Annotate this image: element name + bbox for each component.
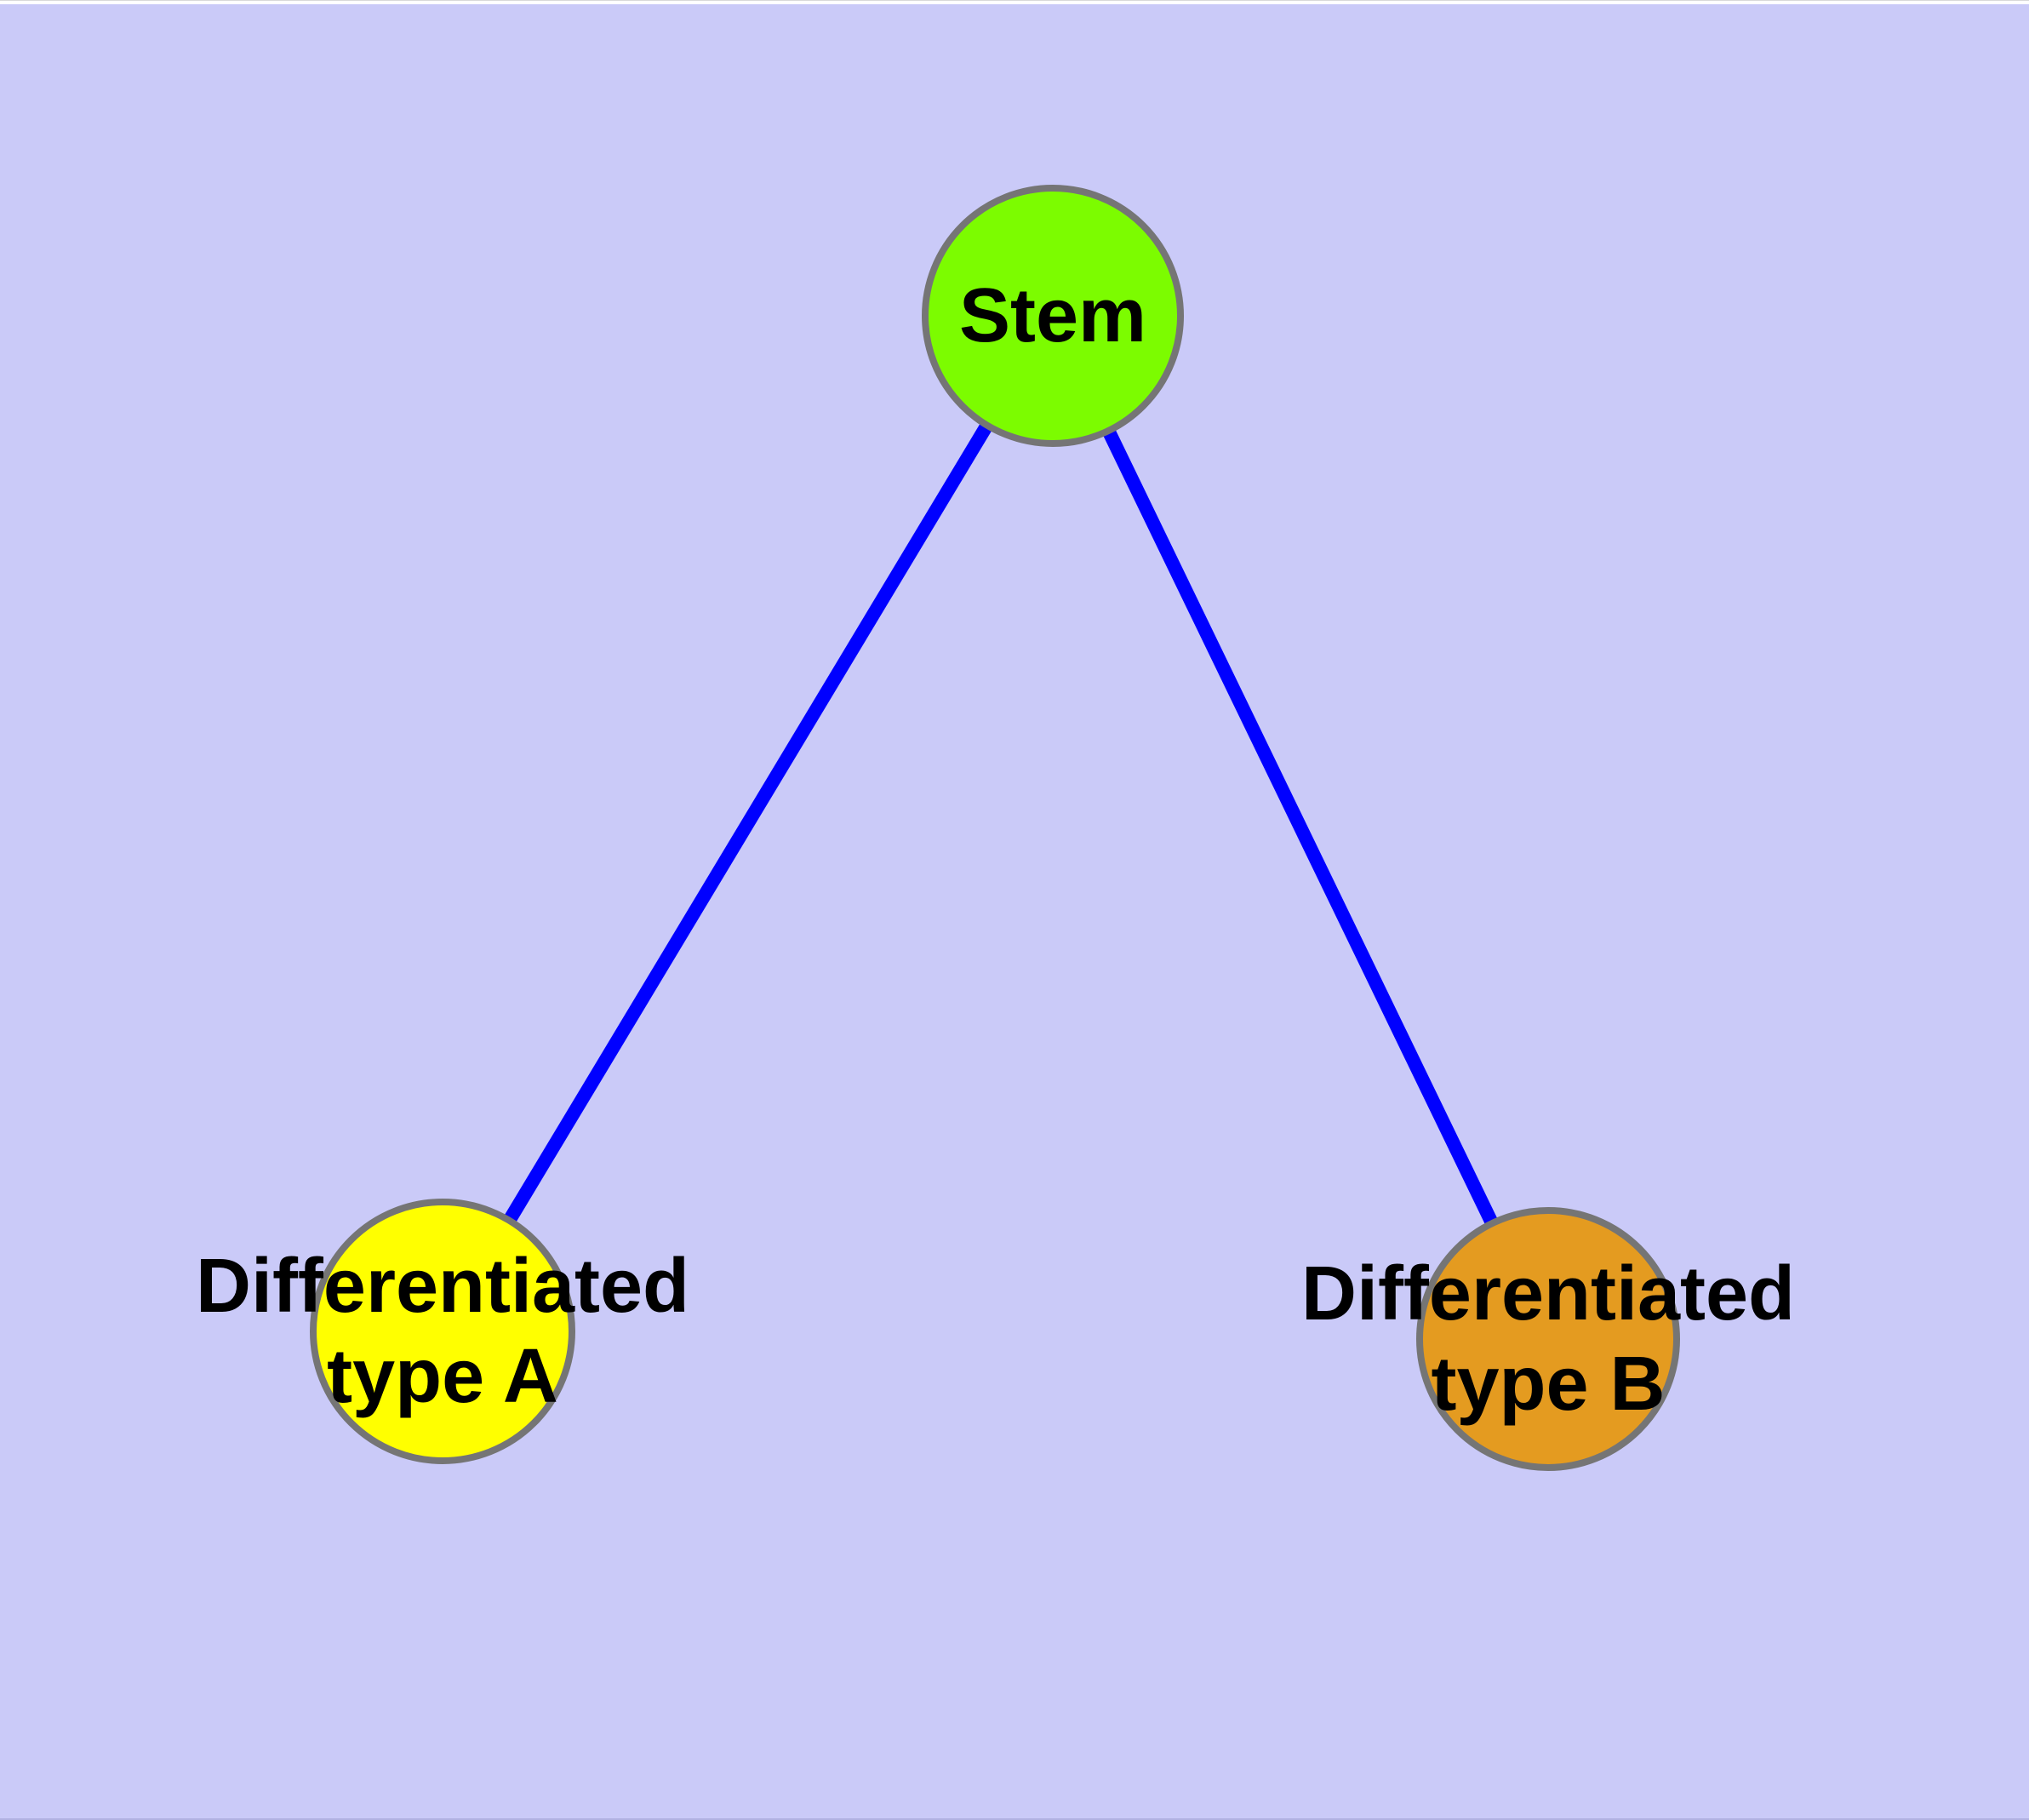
edge-stem-to-type-a: [437, 312, 1059, 1336]
type-a-label-line1: Differentiated: [195, 1244, 690, 1329]
bottom-border-strip: [0, 1818, 2029, 1820]
edge-stem-to-type-b: [1046, 312, 1555, 1342]
type-a-node-label: Differentiated type A: [60, 1241, 826, 1422]
top-border-strip: [0, 0, 2029, 4]
type-a-node-circle: [310, 1199, 575, 1464]
type-b-node-circle: [1416, 1207, 1680, 1471]
type-a-label-line2: type A: [327, 1334, 558, 1419]
type-b-node-label: Differentiated type B: [1165, 1249, 1931, 1429]
stem-label-text: Stem: [958, 273, 1147, 358]
type-b-label-line1: Differentiated: [1300, 1251, 1796, 1336]
stem-node-circle: [922, 185, 1184, 447]
stem-node-label: Stem: [670, 271, 1436, 361]
type-b-label-line2: type B: [1431, 1342, 1666, 1427]
